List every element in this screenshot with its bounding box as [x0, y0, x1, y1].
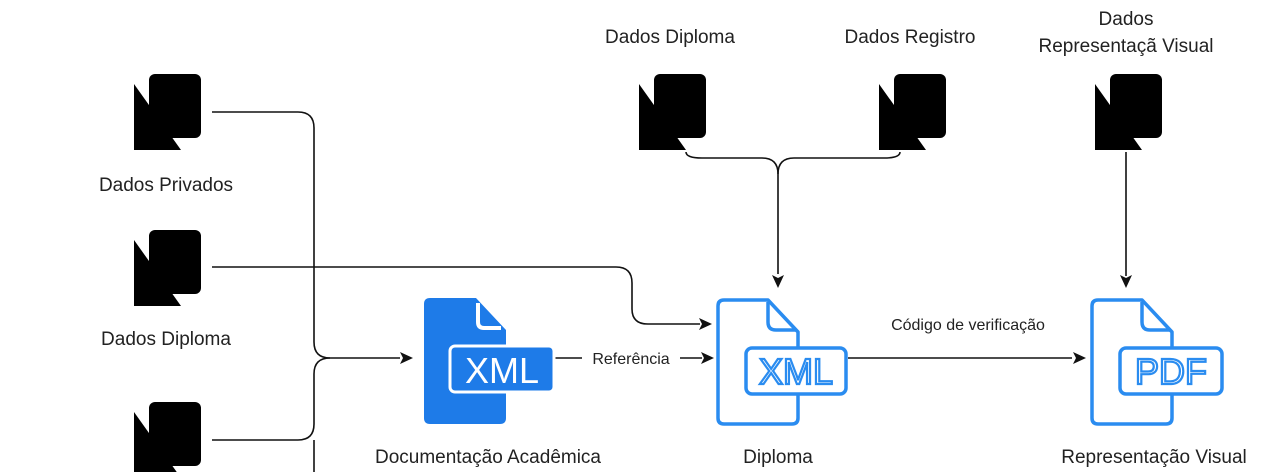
label-diploma-data-left: Dados Diploma — [101, 329, 231, 350]
label-reference-edge: Referência — [592, 351, 669, 368]
stacked-documents-icon — [879, 74, 946, 150]
label-visual-data-line1: Dados — [1099, 9, 1154, 30]
stacked-documents-icon — [134, 74, 201, 150]
pdf-file-outline-icon: PDF — [1090, 298, 1224, 426]
label-registry-data: Dados Registro — [845, 27, 976, 48]
edge-top-diploma-to-diploma — [685, 151, 779, 274]
label-diploma-data-top: Dados Diploma — [605, 27, 735, 48]
arrowhead-academic — [400, 352, 413, 364]
edge-private-to-academic — [212, 111, 400, 359]
xml-file-icon: XML — [424, 298, 556, 424]
edge-registry-to-diploma — [777, 151, 901, 175]
stacked-documents-icon — [639, 74, 706, 150]
arrowhead-visual-data — [1120, 275, 1132, 288]
label-verification-code-edge: Código de verificação — [891, 317, 1045, 334]
arrowhead-reference — [701, 352, 714, 364]
label-private-data: Dados Privados — [99, 175, 233, 196]
stacked-documents-icon — [134, 230, 201, 306]
xml-badge: XML — [759, 351, 833, 392]
label-academic-doc: Documentação Acadêmica — [375, 447, 601, 468]
connectors — [212, 111, 1132, 472]
pdf-badge: PDF — [1135, 351, 1207, 392]
stacked-documents-icon — [134, 402, 201, 472]
edge-bottom-to-academic — [212, 357, 331, 441]
label-visual-data-line2: Representaçã Visual — [1039, 36, 1214, 57]
stacked-documents-icon — [1095, 74, 1162, 150]
arrowhead-left-diploma — [699, 318, 712, 330]
xml-badge: XML — [465, 350, 539, 391]
arrowhead-top-diploma — [772, 275, 784, 288]
label-diploma: Diploma — [743, 447, 813, 468]
label-visual: Representação Visual — [1061, 447, 1247, 468]
edge-left-diploma-to-diploma — [212, 266, 700, 325]
xml-file-outline-icon: XML — [716, 298, 848, 426]
arrowhead-visual — [1073, 352, 1086, 364]
